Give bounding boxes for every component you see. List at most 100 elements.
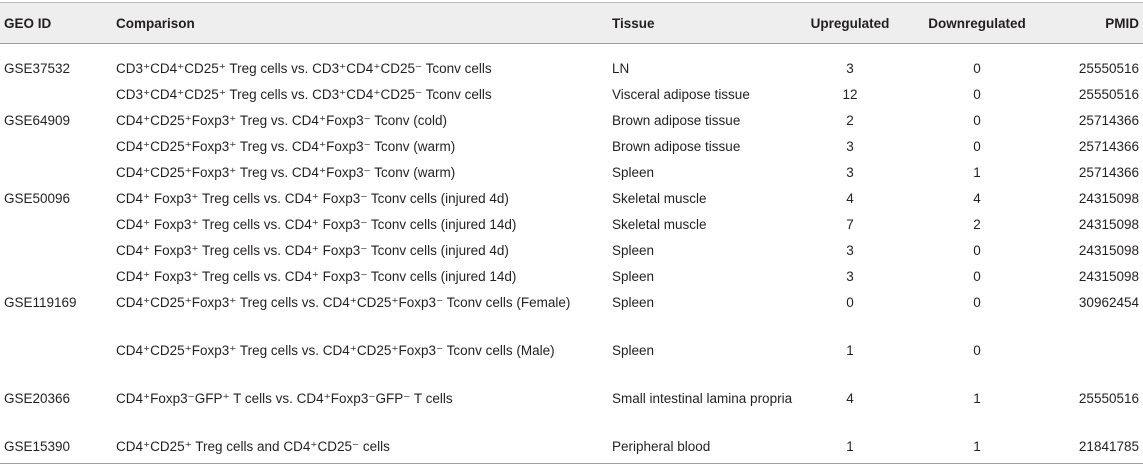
cell-downregulated: 2 (973, 217, 981, 232)
cell-geo-id (0, 337, 112, 385)
cell-geo-id (0, 133, 112, 159)
cell-downregulated: 0 (973, 243, 981, 258)
cell-pmid: 25714366 (1078, 139, 1139, 154)
cell-upregulated: 0 (846, 295, 854, 310)
cell-comparison: CD4⁺CD25⁺Foxp3⁺ Treg vs. CD4⁺Foxp3⁻ Tcon… (116, 165, 456, 180)
header-upregulated: Upregulated (794, 2, 906, 44)
cell-upregulated: 2 (846, 113, 854, 128)
cell-tissue: Spleen (612, 295, 655, 310)
cell-geo-id: GSE37532 (4, 61, 71, 76)
cell-comparison: CD4⁺Foxp3⁻GFP⁺ T cells vs. CD4⁺Foxp3⁻GFP… (116, 391, 453, 406)
header-comparison: Comparison (112, 2, 608, 44)
cell-geo-id: GSE64909 (4, 113, 71, 128)
table-row: CD4⁺CD25⁺Foxp3⁺ Treg vs. CD4⁺Foxp3⁻ Tcon… (0, 159, 1143, 185)
cell-tissue: Skeletal muscle (612, 217, 707, 232)
cell-comparison: CD4⁺ Foxp3⁺ Treg cells vs. CD4⁺ Foxp3⁻ T… (116, 191, 509, 206)
cell-comparison: CD3⁺CD4⁺CD25⁺ Treg cells vs. CD3⁺CD4⁺CD2… (116, 87, 492, 102)
cell-upregulated: 3 (846, 165, 854, 180)
table-row: CD4⁺ Foxp3⁺ Treg cells vs. CD4⁺ Foxp3⁻ T… (0, 237, 1143, 263)
header-row: GEO ID Comparison Tissue Upregulated Dow… (0, 2, 1143, 44)
cell-pmid: 24315098 (1078, 269, 1139, 284)
table-row: GSE37532 CD3⁺CD4⁺CD25⁺ Treg cells vs. CD3… (0, 44, 1143, 82)
table-row: CD4⁺CD25⁺Foxp3⁺ Treg cells vs. CD4⁺CD25⁺… (0, 337, 1143, 385)
cell-pmid: 30962454 (1078, 295, 1139, 310)
cell-upregulated: 7 (846, 217, 854, 232)
cell-upregulated: 4 (846, 191, 854, 206)
cell-tissue: LN (612, 61, 630, 76)
cell-upregulated: 3 (846, 139, 854, 154)
cell-comparison: CD3⁺CD4⁺CD25⁺ Treg cells vs. CD3⁺CD4⁺CD2… (116, 61, 492, 76)
header-tissue: Tissue (608, 2, 794, 44)
cell-upregulated: 4 (846, 391, 854, 406)
cell-tissue: Visceral adipose tissue (612, 87, 750, 102)
table-row: CD3⁺CD4⁺CD25⁺ Treg cells vs. CD3⁺CD4⁺CD2… (0, 81, 1143, 107)
header-downregulated: Downregulated (906, 2, 1048, 44)
cell-geo-id (0, 81, 112, 107)
cell-geo-id: GSE50096 (4, 191, 71, 206)
cell-tissue: Spleen (612, 165, 655, 180)
cell-tissue: Peripheral blood (608, 433, 794, 464)
cell-geo-id (0, 237, 112, 263)
cell-downregulated: 0 (973, 269, 981, 284)
cell-pmid: 24315098 (1078, 217, 1139, 232)
cell-comparison: CD4⁺ Foxp3⁺ Treg cells vs. CD4⁺ Foxp3⁻ T… (116, 243, 509, 258)
table-header: GEO ID Comparison Tissue Upregulated Dow… (0, 2, 1143, 44)
cell-upregulated: 1 (794, 433, 906, 464)
cell-comparison: CD4⁺CD25⁺Foxp3⁺ Treg cells vs. CD4⁺CD25⁺… (116, 343, 555, 358)
cell-pmid: 21841785 (1048, 433, 1143, 464)
cell-downregulated: 1 (973, 165, 981, 180)
cell-tissue: Small intestinal lamina propria (612, 391, 793, 406)
cell-comparison: CD4⁺CD25⁺Foxp3⁺ Treg vs. CD4⁺Foxp3⁻ Tcon… (116, 139, 456, 154)
cell-pmid: 25550516 (1078, 61, 1139, 76)
table-row: GSE50096 CD4⁺ Foxp3⁺ Treg cells vs. CD4⁺ … (0, 185, 1143, 211)
table-row: GSE20366 CD4⁺Foxp3⁻GFP⁺ T cells vs. CD4⁺F… (0, 385, 1143, 433)
table-row: CD4⁺ Foxp3⁺ Treg cells vs. CD4⁺ Foxp3⁻ T… (0, 211, 1143, 237)
cell-tissue: Spleen (612, 243, 655, 258)
cell-geo-id: GSE15390 (0, 433, 112, 464)
cell-upregulated: 12 (842, 87, 858, 102)
cell-pmid (1048, 337, 1143, 385)
table-row: CD4⁺CD25⁺Foxp3⁺ Treg vs. CD4⁺Foxp3⁻ Tcon… (0, 133, 1143, 159)
cell-pmid: 24315098 (1078, 191, 1139, 206)
cell-downregulated: 1 (973, 391, 981, 406)
cell-downregulated: 0 (973, 113, 981, 128)
cell-pmid: 25714366 (1078, 113, 1139, 128)
cell-tissue: Brown adipose tissue (612, 139, 741, 154)
cell-upregulated: 1 (846, 343, 854, 358)
table-row: GSE119169 CD4⁺CD25⁺Foxp3⁺ Treg cells vs. … (0, 289, 1143, 337)
cell-downregulated: 0 (973, 139, 981, 154)
cell-downregulated: 0 (973, 343, 981, 358)
cell-downregulated: 1 (906, 433, 1048, 464)
header-pmid: PMID (1048, 2, 1143, 44)
cell-downregulated: 4 (973, 191, 981, 206)
cell-geo-id (0, 211, 112, 237)
cell-tissue: Skeletal muscle (612, 191, 707, 206)
cell-downregulated: 0 (973, 87, 981, 102)
cell-comparison: CD4⁺CD25⁺Foxp3⁺ Treg vs. CD4⁺Foxp3⁻ Tcon… (116, 113, 447, 128)
cell-tissue: Spleen (612, 343, 655, 358)
cell-downregulated: 0 (973, 295, 981, 310)
cell-upregulated: 3 (846, 269, 854, 284)
cell-tissue: Brown adipose tissue (612, 113, 741, 128)
cell-pmid: 24315098 (1078, 243, 1139, 258)
table-row: CD4⁺ Foxp3⁺ Treg cells vs. CD4⁺ Foxp3⁻ T… (0, 263, 1143, 289)
cell-comparison: CD4⁺CD25⁺ Treg cells and CD4⁺CD25⁻ cells (112, 433, 608, 464)
cell-comparison: CD4⁺CD25⁺Foxp3⁺ Treg cells vs. CD4⁺CD25⁺… (116, 295, 571, 310)
cell-geo-id: GSE119169 (4, 295, 77, 310)
cell-tissue: Spleen (612, 269, 655, 284)
cell-geo-id (0, 263, 112, 289)
cell-geo-id (0, 159, 112, 185)
table-row: GSE64909 CD4⁺CD25⁺Foxp3⁺ Treg vs. CD4⁺Fox… (0, 107, 1143, 133)
cell-upregulated: 3 (846, 61, 854, 76)
header-geo-id: GEO ID (0, 2, 112, 44)
cell-geo-id: GSE20366 (4, 391, 71, 406)
cell-comparison: CD4⁺ Foxp3⁺ Treg cells vs. CD4⁺ Foxp3⁻ T… (116, 269, 517, 284)
cell-pmid: 25550516 (1078, 87, 1139, 102)
cell-pmid: 25714366 (1078, 165, 1139, 180)
cell-comparison: CD4⁺ Foxp3⁺ Treg cells vs. CD4⁺ Foxp3⁻ T… (116, 217, 517, 232)
cell-downregulated: 0 (973, 61, 981, 76)
